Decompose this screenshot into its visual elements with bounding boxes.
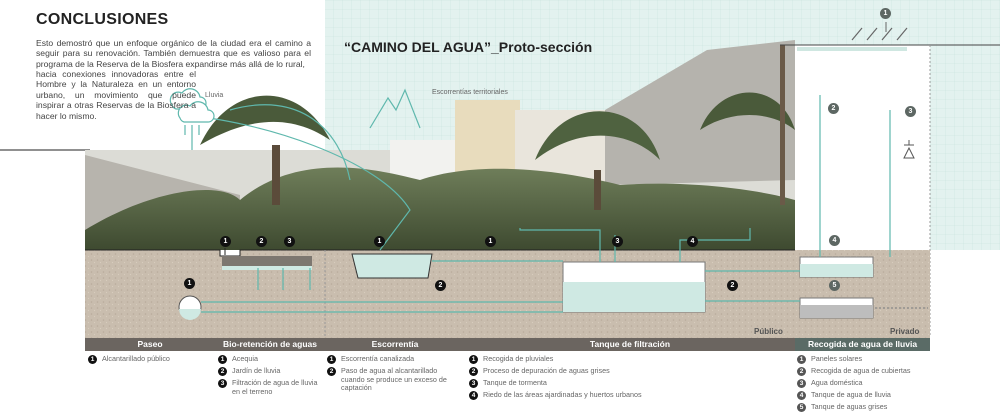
legend-item: 1 Recogida de pluviales — [469, 354, 669, 364]
legend-text: Paso de agua al alcantarillado cuando se… — [341, 366, 447, 393]
legend-item: 3 Agua doméstica — [797, 378, 937, 388]
marker-3: 3 — [612, 236, 623, 247]
runoff-label: Escorrentías territoriales — [432, 89, 508, 96]
marker-3: 3 — [284, 236, 295, 247]
number-badge: 2 — [327, 367, 336, 376]
legend-item: 3 Tanque de tormenta — [469, 378, 669, 388]
runoff-channel — [351, 253, 433, 279]
marker-3: 3 — [905, 106, 916, 117]
legend-text: Riedo de las áreas ajardinadas y huertos… — [483, 390, 642, 399]
marker-2: 2 — [435, 280, 446, 291]
diagram-title: “CAMINO DEL AGUA”_Proto-sección — [344, 39, 593, 55]
soil — [85, 250, 930, 338]
legend-item: 2 Proceso de depuración de aguas grises — [469, 366, 669, 376]
number-badge: 1 — [218, 355, 227, 364]
legend-item: 3 Filtración de agua de lluvia en el terr… — [218, 378, 318, 396]
marker-4: 4 — [687, 236, 698, 247]
legend-text: Paneles solares — [811, 354, 863, 363]
marker-4: 4 — [829, 235, 840, 246]
number-badge: 1 — [797, 355, 806, 364]
legend-item: 1 Escorrentía canalizada — [327, 354, 457, 364]
number-badge: 1 — [327, 355, 336, 364]
drop-icon — [903, 140, 915, 159]
legend-item: 1 Acequia — [218, 354, 318, 364]
legend-rainwater: 1 Paneles solares 2 Recogida de agua de cu… — [797, 354, 937, 415]
vegetation — [85, 167, 795, 250]
number-badge: 5 — [797, 403, 806, 412]
legend-text: Tanque de aguas grises — [811, 402, 888, 411]
number-badge: 3 — [797, 379, 806, 388]
legend-filtration-tank: 1 Recogida de pluviales 2 Proceso de depur… — [469, 354, 669, 403]
legend-text: Filtración de agua de lluvia en el terre… — [232, 378, 318, 396]
legend-item: 2 Recogida de agua de cubiertas — [797, 366, 937, 376]
legend-item: 1 Alcantarillado público — [88, 354, 213, 364]
legend-item: 2 Paso de agua al alcantarillado cuando s… — [327, 366, 457, 393]
legend-text: Acequia — [232, 354, 258, 363]
marker-2: 2 — [828, 103, 839, 114]
section-header-filtration-tank: Tanque de filtración — [465, 338, 795, 351]
marker-1: 1 — [220, 236, 231, 247]
conclusions-text-continued: hacia conexiones innovadoras entre el Ho… — [36, 69, 196, 121]
legend-item: 5 Tanque de aguas grises — [797, 402, 937, 412]
number-badge: 4 — [469, 391, 478, 400]
marker-1: 1 — [184, 278, 195, 289]
rain-cloud-icon — [169, 88, 215, 150]
marker-1: 1 — [485, 236, 496, 247]
section-header-rainwater: Recogida de agua de lluvia — [795, 338, 930, 351]
solar-panels-icon — [851, 27, 908, 41]
number-badge: 1 — [88, 355, 97, 364]
marker-1: 1 — [880, 8, 891, 19]
legend-item: 4 Riedo de las áreas ajardinadas y huerto… — [469, 390, 669, 400]
legend-text: Agua doméstica — [811, 378, 863, 387]
number-badge: 3 — [469, 379, 478, 388]
number-badge: 2 — [797, 367, 806, 376]
marker-2: 2 — [727, 280, 738, 291]
conclusions-heading: CONCLUSIONES — [36, 11, 169, 28]
number-badge: 4 — [797, 391, 806, 400]
section-header-runoff: Escorrentía — [325, 338, 465, 351]
section-header-bio-retention: Bio-retención de aguas — [215, 338, 325, 351]
legend-item: 1 Paneles solares — [797, 354, 937, 364]
legend-item: 4 Tanque de agua de lluvia — [797, 390, 937, 400]
legend-bio-retention: 1 Acequia 2 Jardín de lluvia 3 Filtración d… — [218, 354, 318, 399]
marker-1: 1 — [374, 236, 385, 247]
zone-public: Público — [754, 327, 783, 336]
legend-text: Jardín de lluvia — [232, 366, 281, 375]
rain-label: Lluvia — [205, 92, 224, 99]
marker-2: 2 — [256, 236, 267, 247]
legend-text: Tanque de tormenta — [483, 378, 547, 387]
legend-text: Recogida de agua de cubiertas — [811, 366, 911, 375]
legend-runoff: 1 Escorrentía canalizada 2 Paso de agua al… — [327, 354, 457, 396]
conclusions-text: Esto demostró que un enfoque orgánico de… — [36, 38, 311, 69]
legend-text: Recogida de pluviales — [483, 354, 554, 363]
zone-private: Privado — [890, 327, 920, 336]
number-badge: 1 — [469, 355, 478, 364]
legend-text: Escorrentía canalizada — [341, 354, 415, 363]
legend-text: Proceso de depuración de aguas grises — [483, 366, 610, 375]
number-badge: 2 — [218, 367, 227, 376]
number-badge: 3 — [218, 379, 227, 388]
legend-text: Alcantarillado público — [102, 354, 170, 363]
mountain-icon — [369, 88, 421, 129]
private-building — [795, 45, 930, 250]
section-header-paseo: Paseo — [85, 338, 215, 351]
legend-paseo: 1 Alcantarillado público — [88, 354, 213, 367]
number-badge: 2 — [469, 367, 478, 376]
legend-text: Tanque de agua de lluvia — [811, 390, 891, 399]
marker-5: 5 — [829, 280, 840, 291]
legend-item: 2 Jardín de lluvia — [218, 366, 318, 376]
